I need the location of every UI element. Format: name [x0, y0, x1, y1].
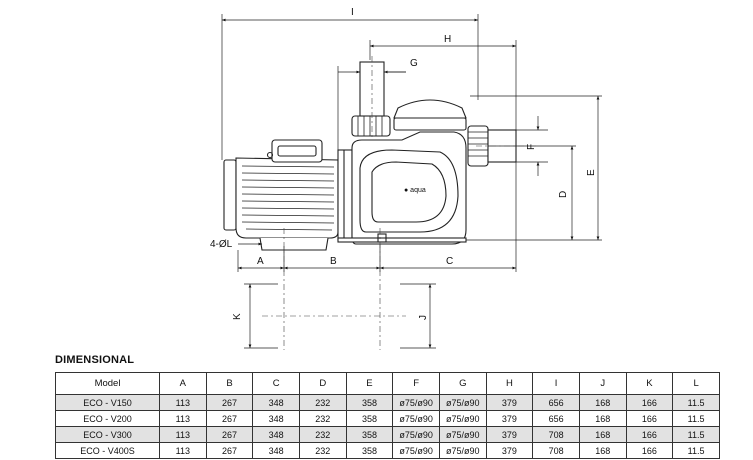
table-cell: 358	[345, 394, 394, 411]
table-cell: 113	[159, 394, 207, 411]
table-cell: ø75/ø90	[438, 410, 487, 427]
dim-label-G: G	[410, 58, 418, 69]
table-cell: ø75/ø90	[438, 394, 487, 411]
table-cell: 358	[345, 442, 394, 459]
table-cell: 11.5	[672, 442, 720, 459]
table-cell: 168	[578, 410, 627, 427]
motor-housing	[235, 157, 339, 239]
col-header: J	[578, 372, 627, 395]
table-cell: 348	[252, 394, 300, 411]
table-cell: 232	[298, 426, 347, 443]
table-cell: ECO - V300	[55, 426, 160, 443]
base-foot	[337, 237, 467, 243]
table-cell: ø75/ø90	[392, 426, 440, 443]
table-cell: 11.5	[672, 410, 720, 427]
col-header: L	[672, 372, 720, 395]
table-cell: 379	[485, 410, 534, 427]
table-header-row: Model A B C D E F G H I J K L	[55, 372, 720, 395]
table-cell: 267	[205, 442, 254, 459]
table-cell: 656	[532, 394, 580, 411]
table-cell: 166	[625, 426, 674, 443]
table-cell: ECO - V200	[55, 410, 160, 427]
table-cell: 379	[485, 442, 534, 459]
col-header: I	[532, 372, 580, 395]
table-cell: 348	[252, 410, 300, 427]
col-header: H	[485, 372, 534, 395]
dim-label-B: B	[330, 256, 337, 267]
table-cell: 168	[578, 426, 627, 443]
motor-end-cap	[223, 159, 237, 231]
col-header: E	[345, 372, 394, 395]
table-cell: ø75/ø90	[392, 394, 440, 411]
table-cell: ø75/ø90	[438, 442, 487, 459]
dim-label-K: K	[232, 313, 243, 320]
table-cell: 232	[298, 410, 347, 427]
table-cell: 267	[205, 410, 254, 427]
dim-label-J: J	[418, 315, 429, 320]
table-cell: 166	[625, 442, 674, 459]
pump-volute	[359, 149, 459, 233]
dim-label-E: E	[586, 169, 597, 176]
table-cell: ECO - V150	[55, 394, 160, 411]
strainer-lid	[393, 99, 467, 119]
table-cell: 113	[159, 426, 207, 443]
table-cell: 168	[578, 442, 627, 459]
table-cell: ø75/ø90	[438, 426, 487, 443]
col-header: D	[298, 372, 347, 395]
table-row: ECO - V300 113 267 348 232 358 ø75/ø90 ø…	[55, 426, 720, 443]
table-cell: 348	[252, 426, 300, 443]
col-header: K	[625, 372, 674, 395]
table-cell: 267	[205, 394, 254, 411]
table-cell: 358	[345, 426, 394, 443]
adapter-bracket	[337, 149, 353, 241]
table-cell: 166	[625, 410, 674, 427]
table-cell: 232	[298, 394, 347, 411]
dim-label-D: D	[558, 191, 569, 198]
table-cell: ECO - V400S	[55, 442, 160, 459]
table-cell: 168	[578, 394, 627, 411]
dimensions-table: Model A B C D E F G H I J K L ECO - V150…	[55, 372, 720, 459]
table-row: ECO - V400S 113 267 348 232 358 ø75/ø90 …	[55, 442, 720, 459]
col-header: G	[438, 372, 487, 395]
col-header: B	[205, 372, 254, 395]
table-cell: 11.5	[672, 394, 720, 411]
table-cell: 113	[159, 442, 207, 459]
motor-foot	[259, 237, 329, 251]
table-cell: 11.5	[672, 426, 720, 443]
table-cell: 656	[532, 410, 580, 427]
table-cell: ø75/ø90	[392, 410, 440, 427]
table-cell: 267	[205, 426, 254, 443]
table-row: ECO - V200 113 267 348 232 358 ø75/ø90 ø…	[55, 410, 720, 427]
table-cell: ø75/ø90	[392, 442, 440, 459]
table-cell: 232	[298, 442, 347, 459]
table-cell: 379	[485, 394, 534, 411]
terminal-box	[271, 139, 323, 163]
dim-label-I: I	[351, 7, 354, 18]
table-cell: 113	[159, 410, 207, 427]
table-cell: 358	[345, 410, 394, 427]
dim-label-C: C	[446, 256, 453, 267]
table-cell: 166	[625, 394, 674, 411]
table-cell: 348	[252, 442, 300, 459]
dim-label-A: A	[257, 256, 264, 267]
motor-cooling-fins	[241, 165, 335, 231]
section-title: DIMENSIONAL	[55, 354, 135, 366]
table-cell: 379	[485, 426, 534, 443]
table-row: ECO - V150 113 267 348 232 358 ø75/ø90 ø…	[55, 394, 720, 411]
col-header: C	[252, 372, 300, 395]
col-header: F	[392, 372, 440, 395]
col-header: A	[159, 372, 207, 395]
pump-body	[223, 61, 517, 251]
dim-label-F: F	[526, 144, 537, 150]
table-cell: 708	[532, 426, 580, 443]
col-header: Model	[55, 372, 160, 395]
table-cell: 708	[532, 442, 580, 459]
pump-dimension-drawing: ● aqua	[210, 7, 602, 350]
dim-label-L: 4-ØL	[210, 239, 233, 250]
brand-mark: ● aqua	[404, 187, 426, 194]
dim-label-H: H	[444, 34, 451, 45]
